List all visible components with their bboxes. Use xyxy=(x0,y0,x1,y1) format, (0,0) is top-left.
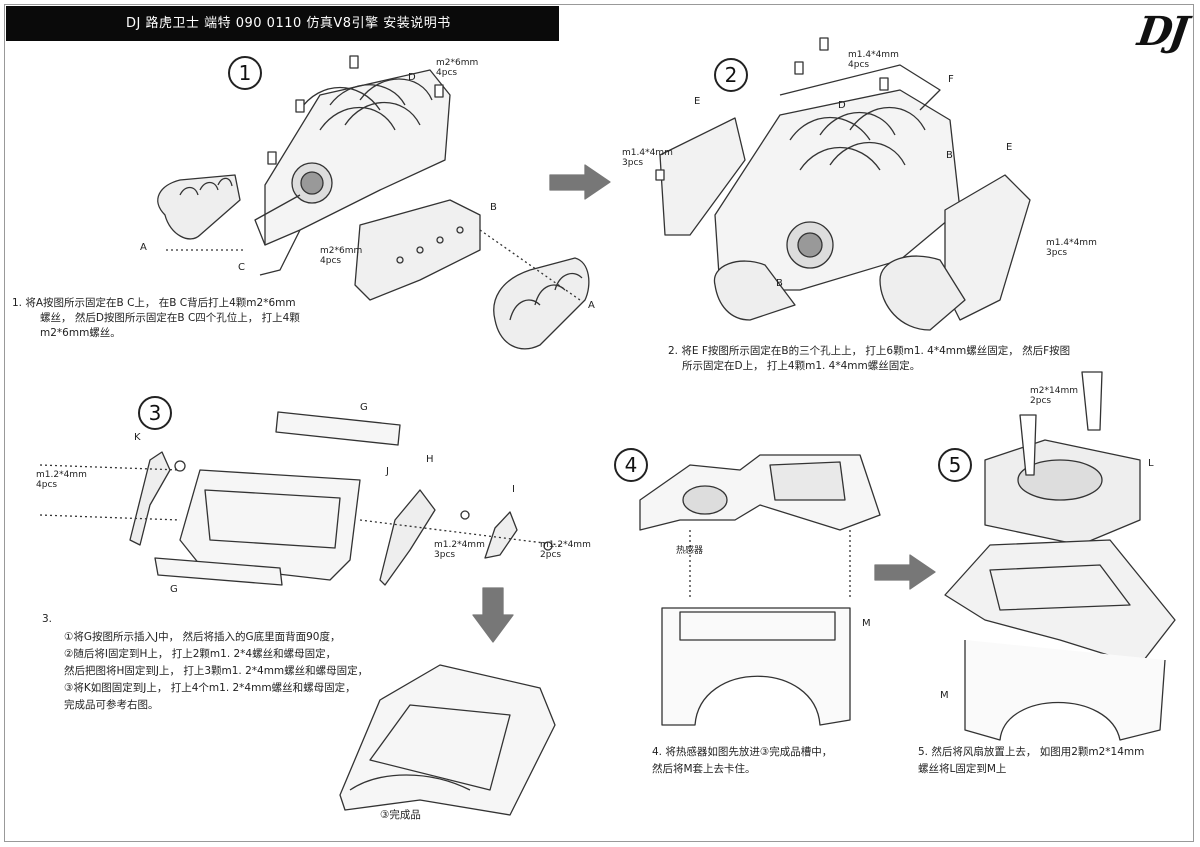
step-2-instruction-line-2: 所示固定在D上， 打上4颗m1. 4*4mm螺丝固定。 xyxy=(682,360,921,372)
step-1-instruction-line-3: m2*6mm螺丝。 xyxy=(40,327,121,339)
step-3-result-caption: ③完成品 xyxy=(380,809,421,821)
step-1-part-b: B xyxy=(490,202,497,213)
step-5-number: 5 xyxy=(938,448,972,482)
step-4-instruction-line-2: 然后将M套上去卡住。 xyxy=(652,763,756,775)
step-3-part-g-bottom: G xyxy=(170,584,178,595)
step-2-callout-right: m1.4*4mm 3pcs xyxy=(1046,238,1097,258)
step-2-part-f: F xyxy=(948,74,954,85)
step-2-instruction-line-1: 2. 将E F按图所示固定在B的三个孔上上， 打上6颗m1. 4*4mm螺丝固定… xyxy=(668,345,1071,357)
document-title: DJ 路虎卫士 端特 090 0110 仿真V8引擎 安装说明书 xyxy=(6,6,559,41)
step-3-part-g-top: G xyxy=(360,402,368,413)
step-3-part-j: J xyxy=(386,466,389,477)
step-3-instruction-line-1: 3. xyxy=(42,613,53,625)
step-2-part-b-right: B xyxy=(946,150,953,161)
step-4-part-m: M xyxy=(862,618,871,629)
step-5-part-m: M xyxy=(940,690,949,701)
page-border xyxy=(4,4,1194,842)
step-3-instruction-line-2: ①将G按图所示插入J中， 然后将插入的G底里面背面90度， xyxy=(64,631,341,643)
step-3-callout-middle: m1.2*4mm 3pcs xyxy=(434,540,485,560)
step-3-part-k: K xyxy=(134,432,141,443)
step-5-instruction-line-1: 5. 然后将风扇放置上去， 如图用2颗m2*14mm xyxy=(918,746,1145,758)
step-1-number: 1 xyxy=(228,56,262,90)
step-2-callout-top: m1.4*4mm 4pcs xyxy=(848,50,899,70)
step-3-instruction-line-4: 然后把图将H固定到J上， 打上3颗m1. 2*4mm螺丝和螺母固定， xyxy=(64,665,369,677)
step-5-instruction-line-2: 螺丝将L固定到M上 xyxy=(918,763,1007,775)
step-1-instruction-line-1: 1. 将A按图所示固定在B C上， 在B C背后打上4颗m2*6mm xyxy=(12,297,296,309)
step3-result-drawing xyxy=(339,664,556,816)
step2-engine-drawing xyxy=(655,37,1031,331)
step-2-part-d: D xyxy=(838,100,846,111)
step-1-part-a-right: A xyxy=(588,300,595,311)
step-1-callout-top: m2*6mm 4pcs xyxy=(436,58,479,78)
step-1-part-c: C xyxy=(238,262,245,273)
step-2-part-e-right: E xyxy=(1006,142,1013,153)
step5-drawing xyxy=(944,371,1176,741)
step-1-part-a-left: A xyxy=(140,242,147,253)
step-2-part-e-left: E xyxy=(694,96,701,107)
step-3-instruction-line-6: 完成品可参考右图。 xyxy=(64,699,159,711)
step-3-number: 3 xyxy=(138,396,172,430)
step-5-part-l: L xyxy=(1148,458,1154,469)
step-3-part-i: I xyxy=(512,484,515,495)
step-2-part-b-lower: B xyxy=(776,278,783,289)
step-2-callout-left: m1.4*4mm 3pcs xyxy=(622,148,673,168)
step-3-callout-left: m1.2*4mm 4pcs xyxy=(36,470,87,490)
step-3-instruction-line-5: ③将K如图固定到J上， 打上4个m1. 2*4mm螺丝和螺母固定， xyxy=(64,682,356,694)
step-1-callout-middle: m2*6mm 4pcs xyxy=(320,246,363,266)
step-3-callout-right: m1.2*4mm 2pcs xyxy=(540,540,591,560)
step-3-part-h: H xyxy=(426,454,434,465)
step1-engine-drawing xyxy=(157,55,590,350)
step-4-instruction-line-1: 4. 将热感器如图先放进③完成品槽中， xyxy=(652,746,833,758)
step-2-number: 2 xyxy=(714,58,748,92)
step3-bracket-drawing xyxy=(39,411,561,586)
step-4-sensor-label: 热感器 xyxy=(676,546,704,556)
step4-drawing xyxy=(639,454,881,726)
step-1-instruction-line-2: 螺丝， 然后D按图所示固定在B C四个孔位上， 打上4颗 xyxy=(40,312,300,324)
step-1-part-d: D xyxy=(408,72,416,83)
step-5-callout: m2*14mm 2pcs xyxy=(1030,386,1078,406)
step-4-number: 4 xyxy=(614,448,648,482)
step-3-instruction-line-3: ②随后将I固定到H上， 打上2颗m1. 2*4螺丝和螺母固定， xyxy=(64,648,337,660)
